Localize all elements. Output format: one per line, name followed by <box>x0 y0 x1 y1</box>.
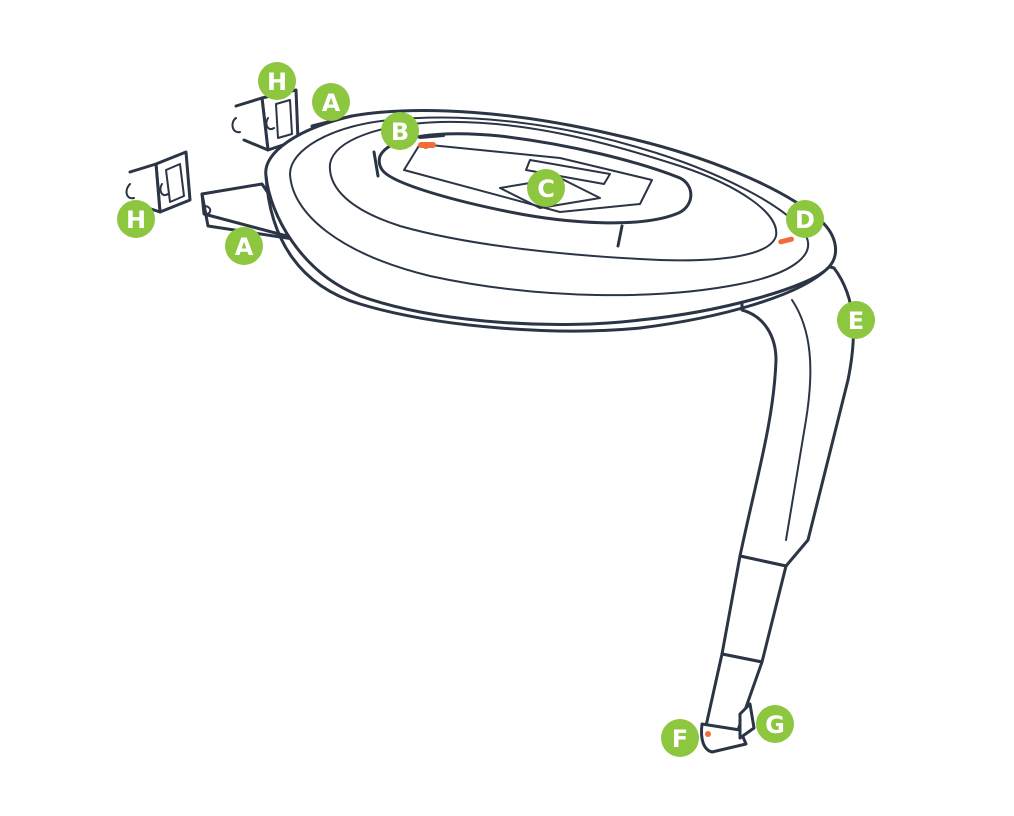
callout-b: B <box>381 112 419 150</box>
callout-letter: E <box>848 307 864 335</box>
callout-e: E <box>837 301 875 339</box>
callout-f: F <box>661 719 699 757</box>
callout-a-upper: A <box>312 83 350 121</box>
callout-c: C <box>527 169 565 207</box>
callout-letter: G <box>765 711 785 739</box>
callout-letter: A <box>235 233 254 261</box>
callout-letter: B <box>391 118 409 146</box>
callout-letter: A <box>322 89 341 117</box>
callout-d: D <box>786 200 824 238</box>
callout-letter: C <box>537 175 555 203</box>
support-leg <box>700 260 855 754</box>
callout-h-upper: H <box>258 62 296 100</box>
callout-letter: F <box>672 725 688 753</box>
callout-letter: H <box>267 68 287 96</box>
callout-letter: H <box>126 206 146 234</box>
callout-h-lower: H <box>117 200 155 238</box>
callout-letter: D <box>795 206 815 234</box>
callout-a-lower: A <box>225 227 263 265</box>
callout-g: G <box>756 705 794 743</box>
